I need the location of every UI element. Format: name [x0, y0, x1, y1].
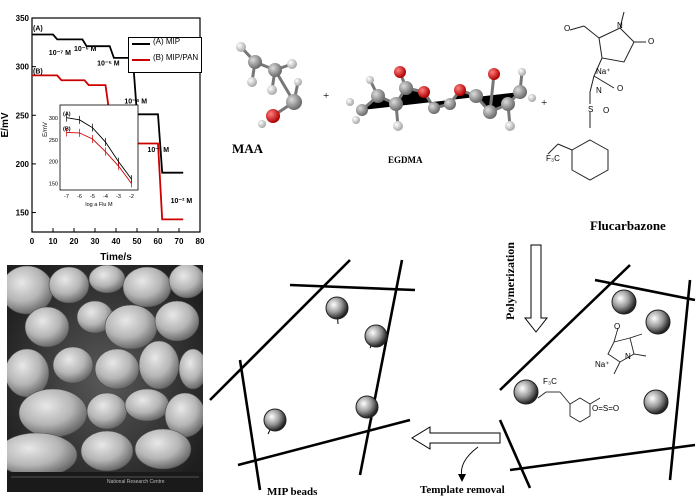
inset-frame	[59, 104, 139, 191]
flu-atom-na: Na⁺	[596, 67, 611, 76]
legend: (A) MIP (B) MIP/PAN	[128, 37, 202, 73]
inset-x-tick-label: -3	[116, 194, 121, 200]
legend-swatch-a	[132, 43, 150, 45]
inset-y-tick-label: 200	[49, 160, 58, 166]
y-tick-label: 300	[16, 63, 30, 72]
series-line-b	[32, 74, 184, 221]
x-tick-label: 80	[196, 237, 205, 246]
x-tick-label: 20	[70, 237, 79, 246]
inset-x-tick-label: -4	[103, 194, 108, 200]
inset-x-tick-label: -6	[77, 194, 82, 200]
flu-atom-n-linker: N	[596, 86, 602, 95]
mip-network-left	[209, 259, 416, 491]
inset-x-tick-label: -5	[90, 194, 95, 200]
inset-x-tick-label: -2	[129, 194, 134, 200]
step-label: 10⁻⁶ M	[74, 46, 97, 53]
flu-atom-o-sulfonyl: O	[603, 106, 610, 115]
series-line-a	[32, 33, 184, 174]
legend-label-a: (A) MIP	[153, 37, 181, 46]
label-flucarbazone: Flucarbazone	[590, 218, 666, 233]
x-tick-label: 0	[30, 237, 35, 246]
label-maa: MAA	[232, 141, 264, 156]
inset-y-tick-label: 250	[49, 138, 58, 144]
bound-atom-f3c: F₃C	[543, 377, 557, 386]
polymerization-arrow	[523, 244, 549, 333]
y-tick-label: 350	[16, 14, 30, 23]
bound-template	[537, 327, 647, 423]
label-egdma: EGDMA	[388, 155, 423, 165]
bead-2	[364, 324, 388, 348]
bead-1	[325, 296, 349, 320]
x-axis-label: Time/s	[100, 252, 132, 262]
sem-beads-drawing	[7, 265, 203, 492]
step-label: 10⁻⁷ M	[49, 50, 71, 57]
bead-3	[355, 395, 379, 419]
flu-atom-o-right: O	[648, 37, 655, 46]
flu-atom-o-linker: O	[617, 84, 624, 93]
inset-y-label: E/mV	[43, 122, 49, 137]
x-tick-label: 70	[175, 237, 184, 246]
sem-info-bar-text: National Research Centre	[107, 479, 165, 485]
inset-x-tick-label: -7	[64, 194, 69, 200]
y-axis-label: E/mV	[0, 112, 11, 137]
step-label: 10⁻³ M	[148, 147, 170, 154]
mip-network-right	[498, 264, 696, 489]
bound-atom-n: N	[625, 352, 631, 361]
flucarbazone-structure	[547, 11, 646, 181]
label-mip-beads: MIP beads	[267, 486, 318, 498]
step-label: (B)	[33, 68, 43, 75]
mip-beads-left	[263, 296, 388, 435]
label-template-removal: Template removal	[420, 484, 505, 496]
maa-molecule	[236, 42, 302, 128]
flu-atom-f3c: F₃C	[546, 154, 560, 163]
imprinting-scheme	[209, 244, 696, 491]
mip-beads-right	[513, 289, 671, 415]
x-tick-label: 40	[112, 237, 121, 246]
legend-swatch-b	[132, 59, 150, 61]
flu-atom-n: N	[617, 21, 623, 30]
label-polymerization: Polymerization	[503, 242, 517, 320]
inset-series-a	[66, 117, 132, 180]
step-label: 10⁻² M	[171, 198, 193, 205]
monomer-structures	[236, 11, 646, 181]
bound-atom-oso: O=S=O	[592, 404, 620, 413]
x-tick-label: 30	[91, 237, 100, 246]
x-tick-label: 60	[154, 237, 163, 246]
step-label: (A)	[33, 26, 43, 33]
removal-curved-arrow	[460, 446, 479, 479]
plus-sign-1: +	[323, 90, 330, 102]
inset-y-tick-label: 300	[49, 116, 58, 122]
inset-y-tick-label: 150	[49, 181, 58, 187]
flu-atom-o-top: O	[564, 24, 571, 33]
inset-series-label: (A)	[63, 112, 71, 118]
x-tick-label: 10	[49, 237, 58, 246]
bound-atom-na: Na⁺	[595, 360, 610, 369]
inset-series-b	[66, 132, 132, 184]
inset-x-label: log a Flu M	[85, 202, 113, 208]
bound-atom-o-top: O	[614, 322, 621, 331]
y-tick-label: 150	[16, 209, 30, 218]
x-tick-label: 50	[133, 237, 142, 246]
y-tick-label: 200	[16, 160, 30, 169]
removal-arrowhead	[458, 474, 466, 482]
flu-atom-s: S	[588, 105, 594, 114]
template-removal-arrow	[411, 426, 501, 450]
step-label: 10⁻⁵ M	[97, 61, 120, 68]
egdma-molecule	[346, 66, 536, 131]
sem-micrograph: National Research Centre	[7, 265, 203, 492]
bead-4	[263, 408, 287, 432]
legend-label-b: (B) MIP/PAN	[153, 53, 199, 62]
plus-sign-2: +	[541, 97, 548, 109]
y-tick-label: 250	[16, 111, 30, 120]
inset-series-label: (B)	[63, 126, 71, 132]
step-label: 10⁻⁴ M	[124, 99, 147, 106]
